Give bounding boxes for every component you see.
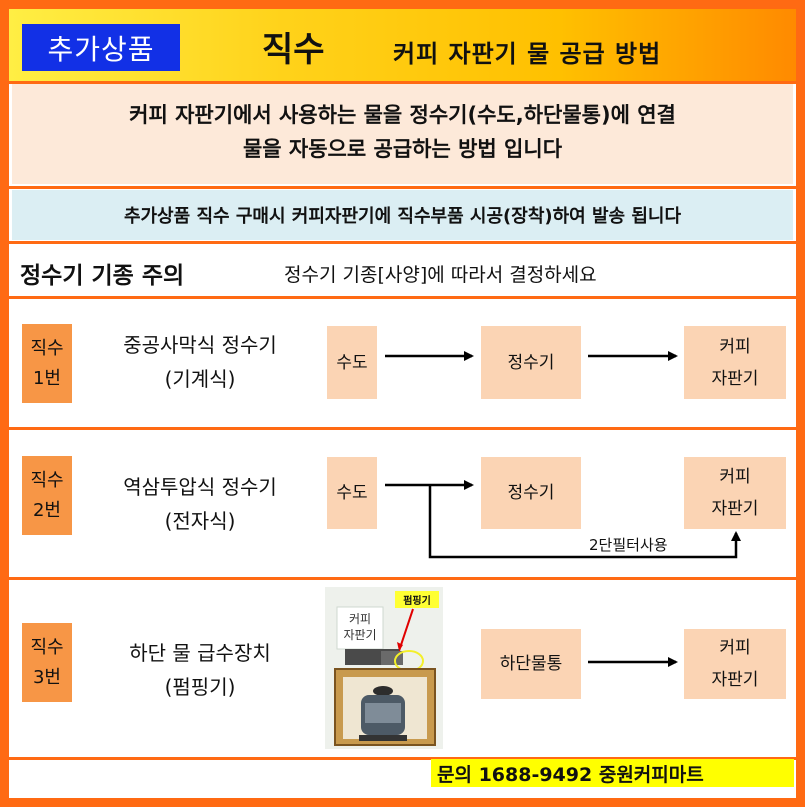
badge-additional-product: 추가상품 (22, 24, 180, 71)
row-3-number-top: 직수 (30, 636, 64, 658)
row-3-number-badge: 직수 3번 (22, 623, 72, 702)
divider (9, 241, 796, 244)
row-1-box-c-line-1: 커피 (719, 336, 751, 357)
caution-text: 정수기 기종[사양]에 따라서 결정하세요 (284, 264, 597, 286)
row-2-box-vending-machine: 커피 자판기 (684, 457, 786, 529)
divider (9, 296, 796, 299)
row-2-name-line-1: 역삼투압식 정수기 (123, 475, 277, 499)
photo-label-machine-line-1: 커피 (348, 612, 372, 626)
divider (9, 186, 796, 189)
divider (9, 757, 796, 760)
footer-contact: 문의 1688-9492 중원커피마트 (431, 759, 794, 787)
row-1-number-top: 직수 (30, 337, 64, 359)
pumping-device-illustration (325, 587, 443, 749)
notice-panel: 추가상품 직수 구매시 커피자판기에 직수부품 시공(장착)하여 발송 됩니다 (12, 190, 793, 240)
row-1-name: 중공사막식 정수기 (기계식) (80, 328, 320, 396)
row-1-number-bottom: 1번 (32, 367, 61, 389)
row-2-box-c-line-2: 자판기 (711, 499, 759, 519)
row-3-number-bottom: 3번 (32, 666, 61, 688)
page-subtitle: 커피 자판기 물 공급 방법 (393, 40, 662, 68)
row-2-number-top: 직수 (30, 469, 64, 491)
photo-label-machine: 커피 자판기 (337, 611, 383, 643)
row-1-box-vending-machine: 커피 자판기 (684, 326, 786, 399)
row-2-number-badge: 직수 2번 (22, 456, 72, 535)
row-3-box-vending-machine: 커피 자판기 (684, 629, 786, 699)
row-1-number-badge: 직수 1번 (22, 324, 72, 403)
row-1-box-c-line-2: 자판기 (711, 368, 759, 389)
photo-label-machine-line-2: 자판기 (343, 628, 377, 642)
row-2-number-bottom: 2번 (32, 499, 61, 521)
divider (9, 81, 796, 84)
row-3-name-line-2: (펌핑기) (164, 675, 236, 699)
pumping-device-photo: 펌핑기 커피 자판기 (325, 587, 443, 749)
row-3-name: 하단 물 급수장치 (펌핑기) (80, 636, 320, 704)
row-3-box-c-line-1: 커피 (719, 638, 751, 658)
page-title: 직수 (262, 30, 325, 70)
row-1-name-line-1: 중공사막식 정수기 (123, 333, 277, 357)
divider (9, 427, 796, 430)
row-2-name-line-2: (전자식) (164, 509, 236, 533)
row-3-name-line-1: 하단 물 급수장치 (129, 641, 271, 665)
row-2-name: 역삼투압식 정수기 (전자식) (80, 470, 320, 538)
row-3-box-c-line-2: 자판기 (711, 670, 759, 690)
row-3-box-bottom-water-tank: 하단물통 (481, 629, 581, 699)
photo-label-pump: 펌핑기 (403, 596, 431, 607)
divider (9, 577, 796, 580)
row-2-box-c-line-1: 커피 (719, 467, 751, 487)
intro-panel: 커피 자판기에서 사용하는 물을 정수기(수도,하단물통)에 연결 물을 자동으… (12, 84, 793, 184)
intro-line-1: 커피 자판기에서 사용하는 물을 정수기(수도,하단물통)에 연결 (129, 103, 676, 127)
row-2-box-purifier: 정수기 (481, 457, 581, 529)
caution-title: 정수기 기종 주의 (20, 263, 185, 289)
row-1-box-purifier: 정수기 (481, 326, 581, 399)
row-1-box-tap-water: 수도 (327, 326, 377, 399)
row-2-bypass-label: 2단필터사용 (589, 536, 668, 554)
row-2-box-tap-water: 수도 (327, 457, 377, 529)
row-2-bypass-arrow (428, 485, 741, 559)
intro-line-2: 물을 자동으로 공급하는 방법 입니다 (242, 137, 563, 161)
row-1-name-line-2: (기계식) (164, 367, 236, 391)
